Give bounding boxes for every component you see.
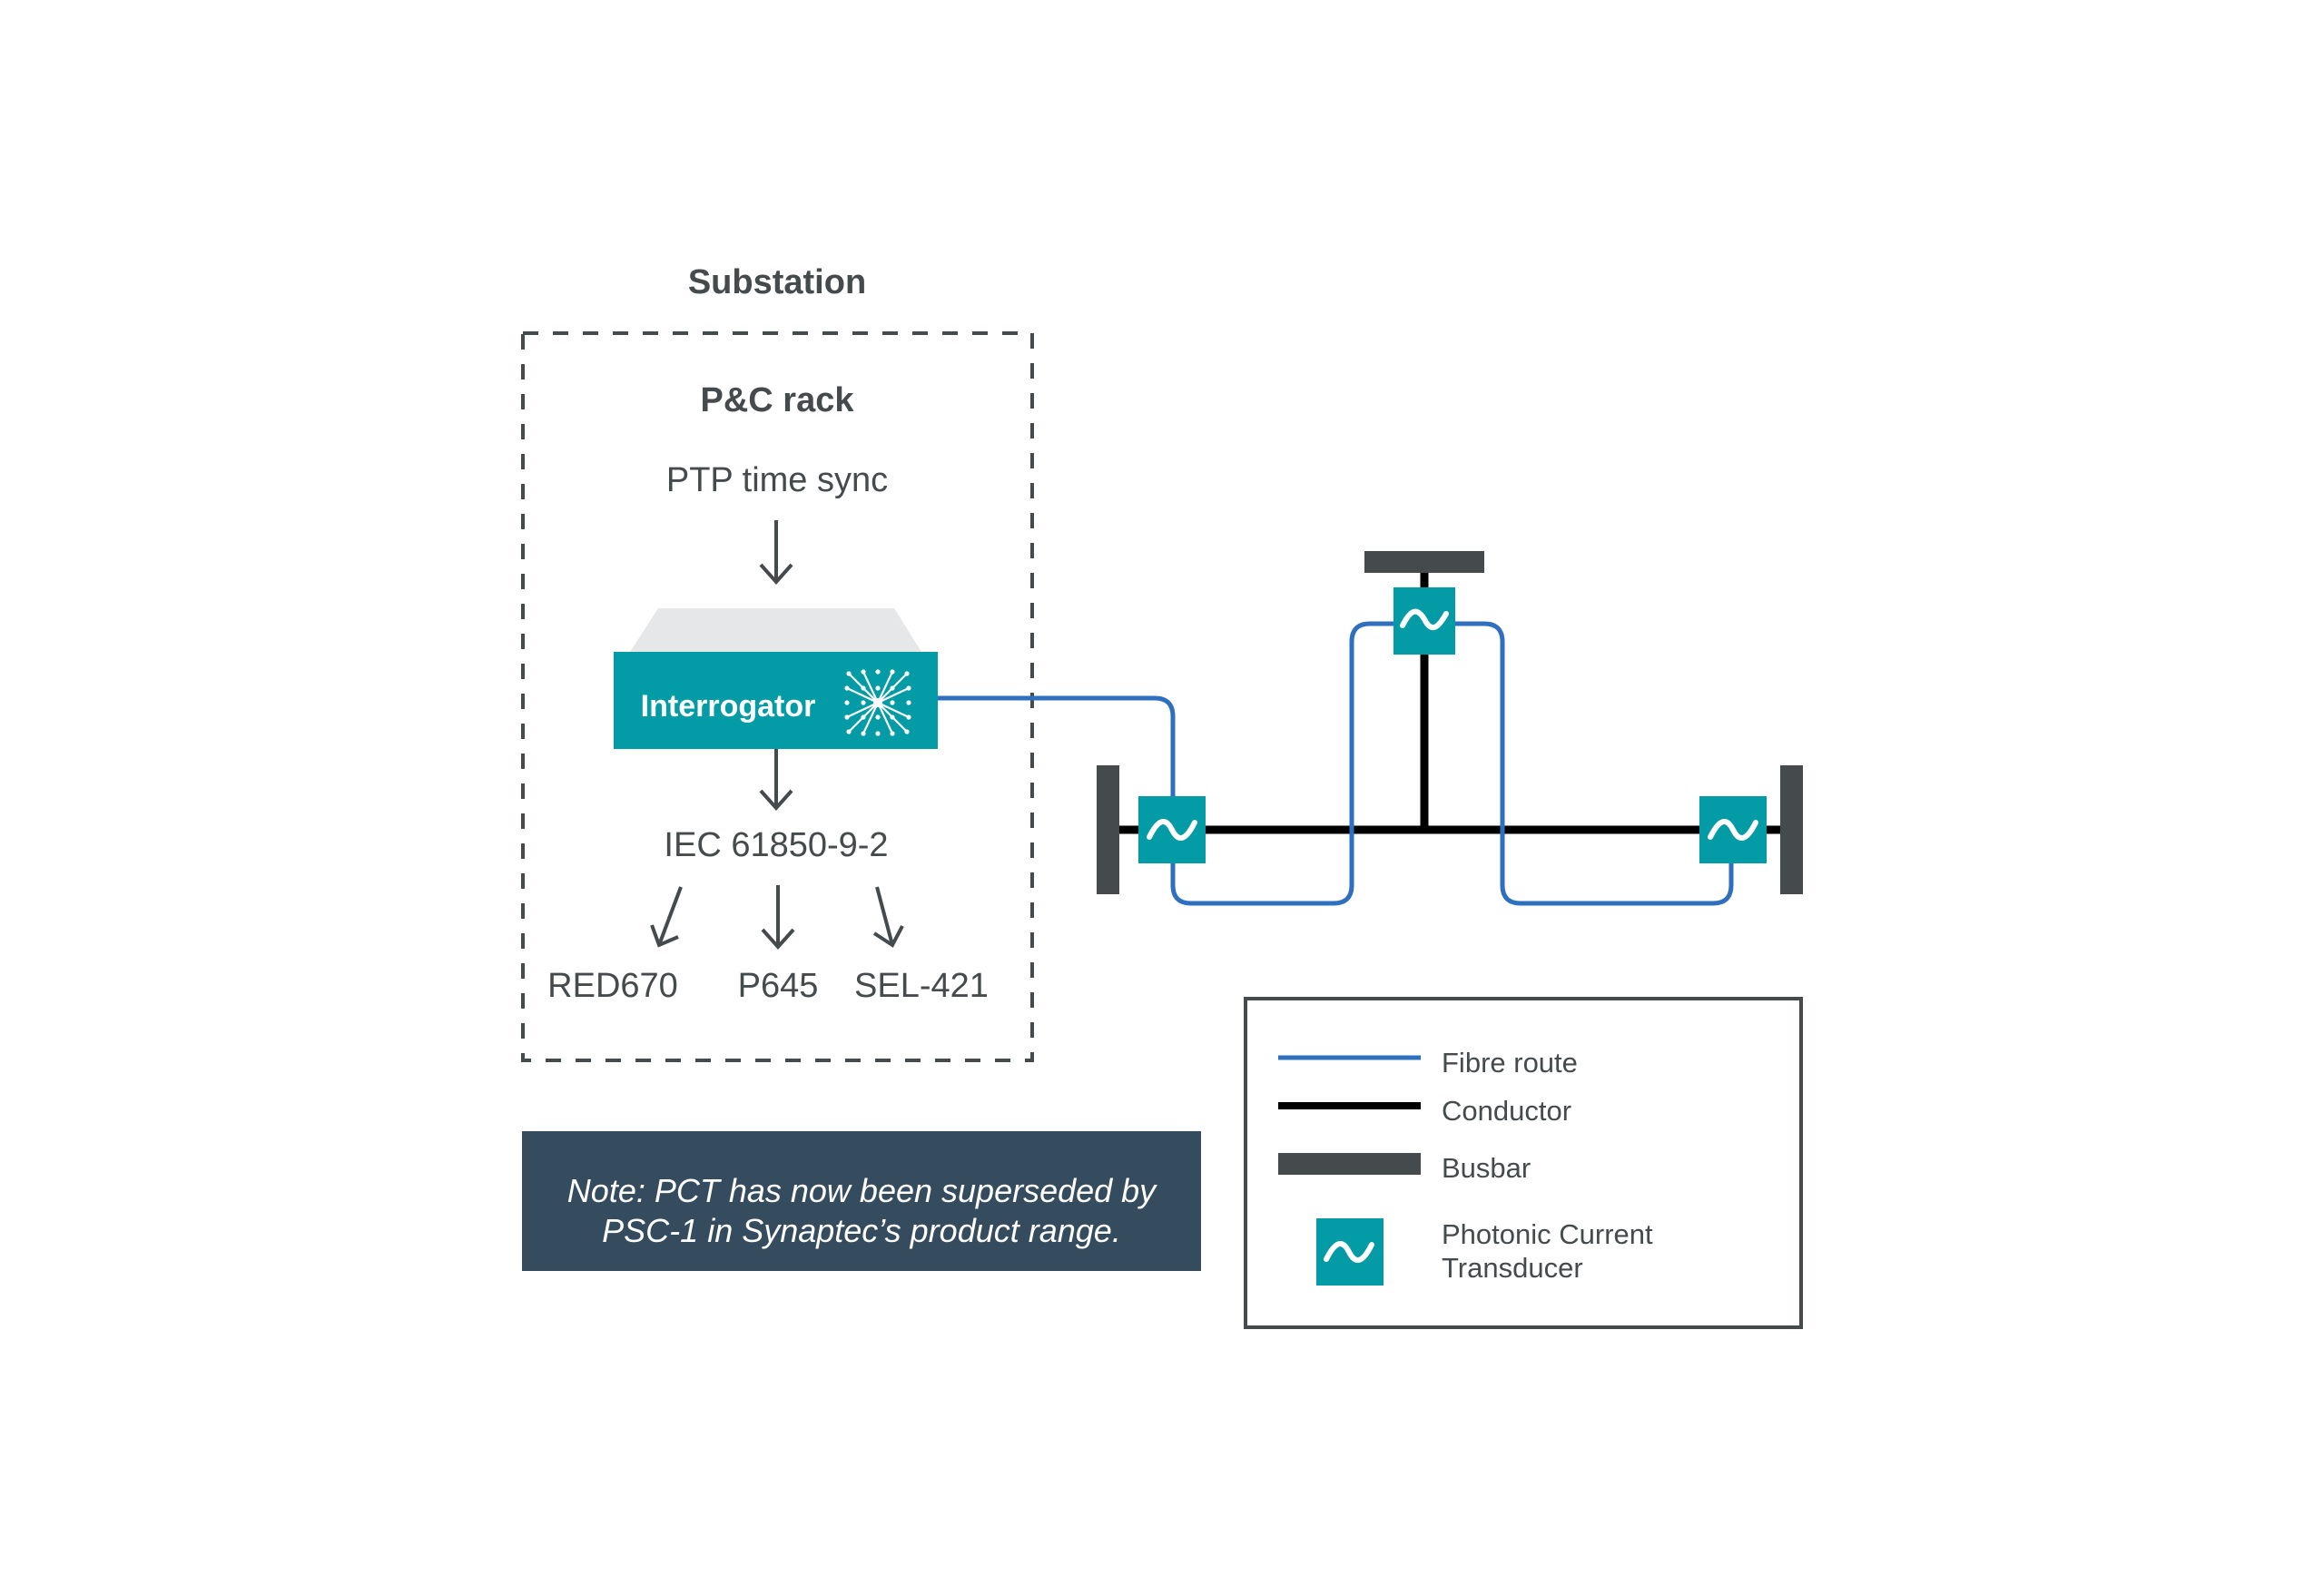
fibre-route-left-to-top <box>1170 621 1393 906</box>
legend: Fibre route Conductor Busbar Photonic Cu… <box>1244 997 1803 1329</box>
note-line-2: PSC-1 in Synaptec’s product range. <box>602 1212 1121 1249</box>
interrogator-label: Interrogator <box>641 689 816 724</box>
relay-p645: P645 <box>738 967 819 1005</box>
arrow-down-icon <box>759 520 793 585</box>
arrow-down-icon <box>759 749 793 811</box>
pc-rack-title: P&C rack <box>701 381 855 419</box>
interrogator-top-face <box>630 608 921 652</box>
note-line-1: Note: PCT has now been superseded by <box>567 1172 1157 1209</box>
fibre-route-to-left-pct <box>938 695 1176 796</box>
sine-wave-icon <box>1400 608 1449 630</box>
legend-busbar-swatch <box>1278 1153 1421 1175</box>
interrogator-device[interactable]: Interrogator <box>614 608 938 749</box>
arrow-down-right-icon <box>872 886 904 948</box>
protocol-label: IEC 61850-9-2 <box>664 826 888 864</box>
arrow-down-left-icon <box>650 886 683 948</box>
ptp-time-sync-label: PTP time sync <box>666 461 888 499</box>
fibre-route-top-to-right <box>1455 621 1734 906</box>
legend-busbar-label: Busbar <box>1442 1152 1531 1184</box>
note-box: Note: PCT has now been superseded by PSC… <box>522 1131 1201 1271</box>
pct-top[interactable] <box>1393 587 1455 655</box>
starburst-icon <box>844 669 911 736</box>
legend-pct-label-line-2: Transducer <box>1442 1252 1583 1284</box>
sine-wave-icon <box>1708 819 1758 841</box>
relay-sel-421: SEL-421 <box>854 967 989 1005</box>
busbar-left <box>1097 765 1119 894</box>
busbar-top <box>1364 551 1484 573</box>
relay-red670: RED670 <box>547 967 678 1005</box>
busbar-right <box>1780 765 1803 894</box>
arrow-down-icon <box>761 885 795 950</box>
legend-fibre-label: Fibre route <box>1442 1047 1578 1079</box>
pct-right[interactable] <box>1699 796 1767 863</box>
substation-title: Substation <box>688 263 866 301</box>
sine-wave-icon <box>1324 1241 1374 1263</box>
pct-left[interactable] <box>1138 796 1206 863</box>
sine-wave-icon <box>1147 819 1197 841</box>
note-background <box>522 1131 1201 1271</box>
legend-conductor-label: Conductor <box>1442 1095 1571 1127</box>
legend-pct-label-line-1: Photonic Current <box>1442 1218 1653 1250</box>
